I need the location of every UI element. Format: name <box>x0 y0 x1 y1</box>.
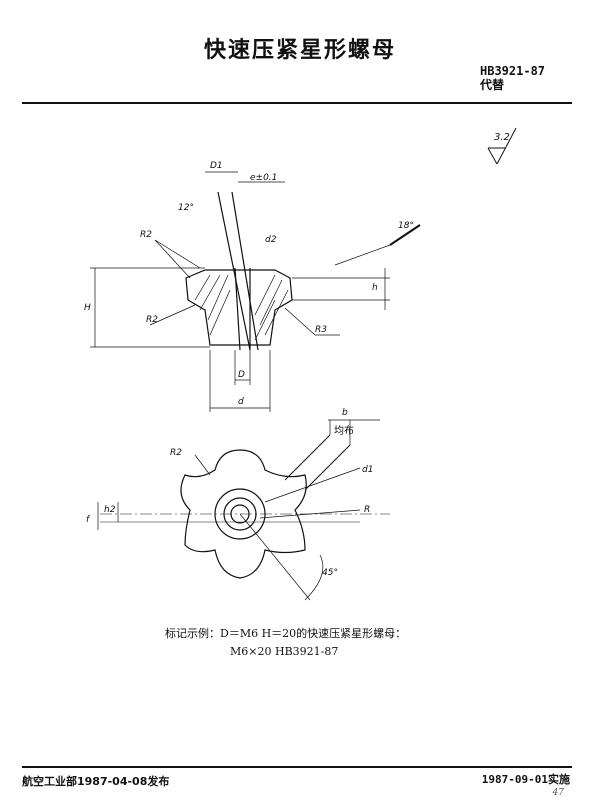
arm-slot-2 <box>304 444 351 491</box>
label-angle-18: 18° <box>398 221 414 231</box>
label-angle-12: 12° <box>178 203 194 213</box>
footer-rule <box>22 766 572 768</box>
slot-line-1 <box>217 191 251 351</box>
marking-example: 标记示例：D＝M6 H＝20的快速压紧星形螺母： <box>165 627 407 640</box>
label-h2: h2 <box>104 505 116 515</box>
leader-R2c <box>194 454 211 476</box>
label-R: R <box>364 505 370 515</box>
leader-d1 <box>264 467 361 503</box>
label-angle-45: 45° <box>322 568 338 578</box>
label-R2-c: R2 <box>170 448 182 458</box>
roughness-value: 3.2 <box>494 132 510 143</box>
marking-code: M6×20 HB3921-87 <box>230 645 339 658</box>
label-D1: D1 <box>210 161 223 171</box>
label-f: f <box>86 515 91 525</box>
label-D: D <box>238 370 245 380</box>
plan-view-labels: b 均布 R2 d1 R f h2 45° <box>86 408 373 578</box>
leader-R2a <box>154 239 201 269</box>
page-number: 47 <box>552 788 564 798</box>
replaces-label: 代替 <box>480 78 505 92</box>
label-R3: R3 <box>315 325 327 335</box>
leader-R <box>259 509 361 519</box>
page-title: 快速压紧星形螺母 <box>203 38 396 63</box>
issued-date: 航空工业部1987-04-08发布 <box>22 775 170 788</box>
leader-R2b <box>149 304 196 326</box>
standard-code: HB3921-87 <box>480 64 546 78</box>
roughness-icon <box>487 127 517 165</box>
technical-drawing: D1 e±0.1 12° 18° R2 d2 H h R2 R3 D d <box>84 161 421 601</box>
label-tolerance: e±0.1 <box>250 173 277 183</box>
star-outline <box>180 449 307 579</box>
label-even: 均布 <box>334 425 354 437</box>
angle-45-arc <box>304 554 324 601</box>
leader-R3 <box>284 307 316 336</box>
nut-profile <box>185 269 293 346</box>
hatch-left <box>194 274 231 336</box>
label-d2: d2 <box>265 235 277 245</box>
label-R2-a: R2 <box>140 230 152 240</box>
header-rule <box>22 102 572 104</box>
label-h: h <box>372 283 378 293</box>
label-d: d <box>238 397 244 407</box>
leader-18 <box>334 244 391 266</box>
section-view-labels: D1 e±0.1 12° 18° R2 d2 H h R2 R3 D d <box>84 161 414 407</box>
arm-slot-1 <box>284 434 331 481</box>
label-d1: d1 <box>362 465 373 475</box>
label-H: H <box>84 303 91 313</box>
slot-line-2 <box>231 191 259 351</box>
surface-roughness-symbol: 3.2 <box>486 122 546 172</box>
hatch-right <box>254 274 289 341</box>
label-b: b <box>342 408 348 418</box>
section-view <box>90 171 421 412</box>
effective-date: 1987-09-01实施 <box>481 773 570 786</box>
plan-view <box>97 419 390 601</box>
label-R2-b: R2 <box>146 315 158 325</box>
standard-block: HB3921-87 代替 <box>480 64 545 92</box>
